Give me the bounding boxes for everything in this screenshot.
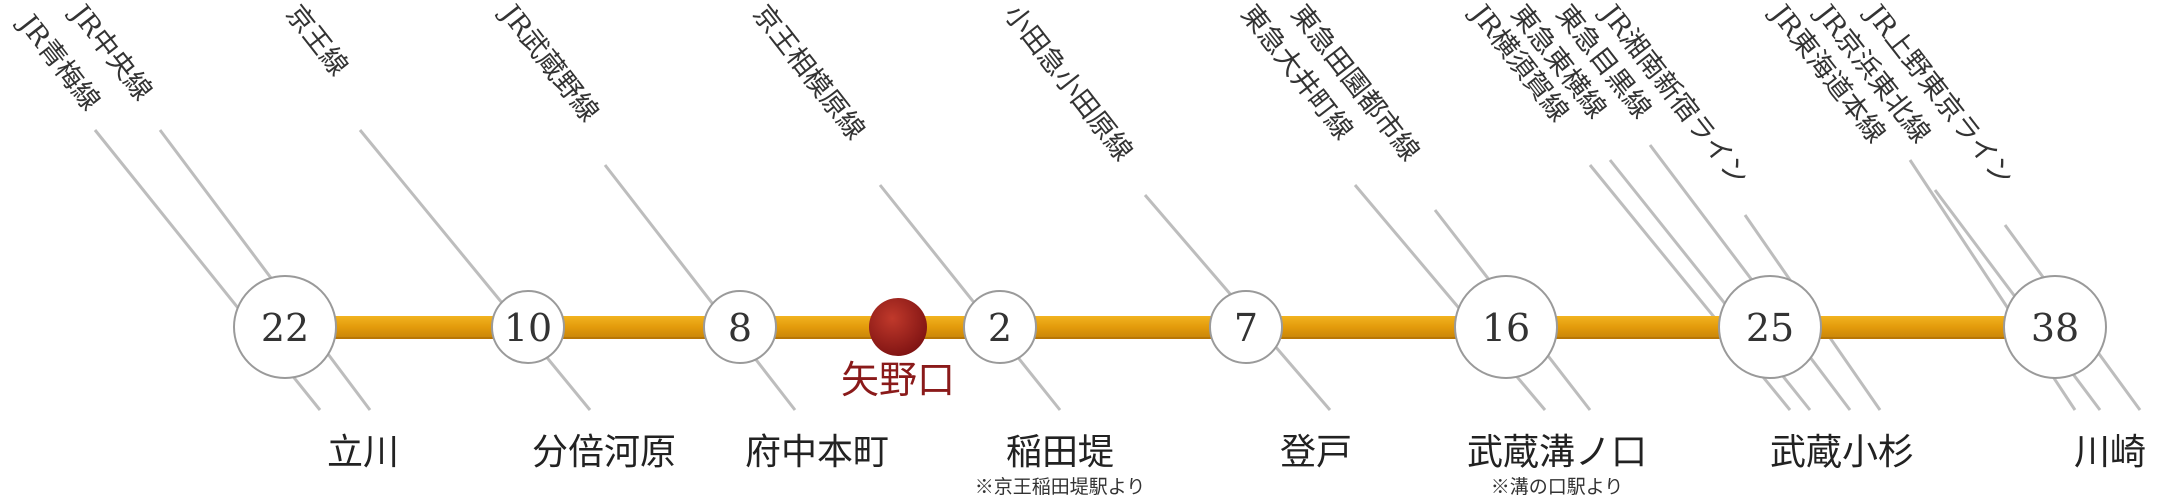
station-name: 稲田堤 [1006,432,1114,473]
station-name: 登戸 [1280,432,1352,473]
connector-line [158,129,372,411]
travel-minutes: 10 [504,306,552,350]
connectors-tachikawa [93,129,372,411]
station-name: 府中本町 [745,432,889,473]
station-node [1454,275,1558,379]
travel-minutes: 38 [2031,306,2079,350]
station-noborito: 7 登戸 [1209,290,1352,473]
station-node [1718,275,1822,379]
travel-minutes: 25 [1746,306,1794,350]
connectors-bubaigawara [358,129,592,411]
travel-minutes: 7 [1234,306,1258,350]
travel-minutes: 8 [728,306,752,350]
station-name: 川崎 [2074,432,2146,473]
station-name: 武蔵溝ノ口 [1467,432,1647,473]
connectors-fuchuhonmachi [603,164,797,411]
station-name: 分倍河原 [532,432,676,473]
line-labels: JR青梅線 JR中央線 京王線 JR武蔵野線 京王相模原線 小田急小田原線 東急… [11,0,2020,192]
station-node [491,290,565,364]
travel-minutes: 22 [261,306,309,350]
travel-minutes: 16 [1482,306,1530,350]
station-node [963,290,1037,364]
connector-line [1648,144,1852,411]
station-inadazutsumi: 2 稲田堤 ※京王稲田堤駅より [963,290,1146,498]
connector-line [358,129,592,411]
station-musashimizonokuchi: 16 武蔵溝ノ口 ※溝の口駅より [1454,275,1647,498]
station-musashikosugi: 25 武蔵小杉 [1718,275,1914,473]
travel-minutes: 2 [988,306,1012,350]
station-name: 武蔵小杉 [1770,432,1914,473]
line-label: 京王線 [279,0,353,82]
station-tachikawa: 22 立川 [233,275,399,473]
station-node [1209,290,1283,364]
current-station-name: 矢野口 [841,358,955,402]
connectors-inadazutsumi [878,184,1062,411]
line-label: JR武蔵野線 [493,0,605,128]
station-node [2003,275,2107,379]
line-label: 京王相模原線 [746,0,870,146]
station-kawasaki: 38 川崎 [2003,275,2146,473]
station-node [703,290,777,364]
station-note: ※溝の口駅より [1491,476,1624,498]
line-label: 小田急小田原線 [997,0,1138,167]
current-station-marker [869,298,927,356]
station-bubaigawara: 10 分倍河原 [491,290,676,473]
station-node [233,275,337,379]
connector-line [878,184,1062,411]
station-fuchuhonmachi: 8 府中本町 [703,290,889,473]
station-name: 立川 [327,432,399,473]
connector-line [603,164,797,411]
station-note: ※京王稲田堤駅より [975,476,1146,498]
